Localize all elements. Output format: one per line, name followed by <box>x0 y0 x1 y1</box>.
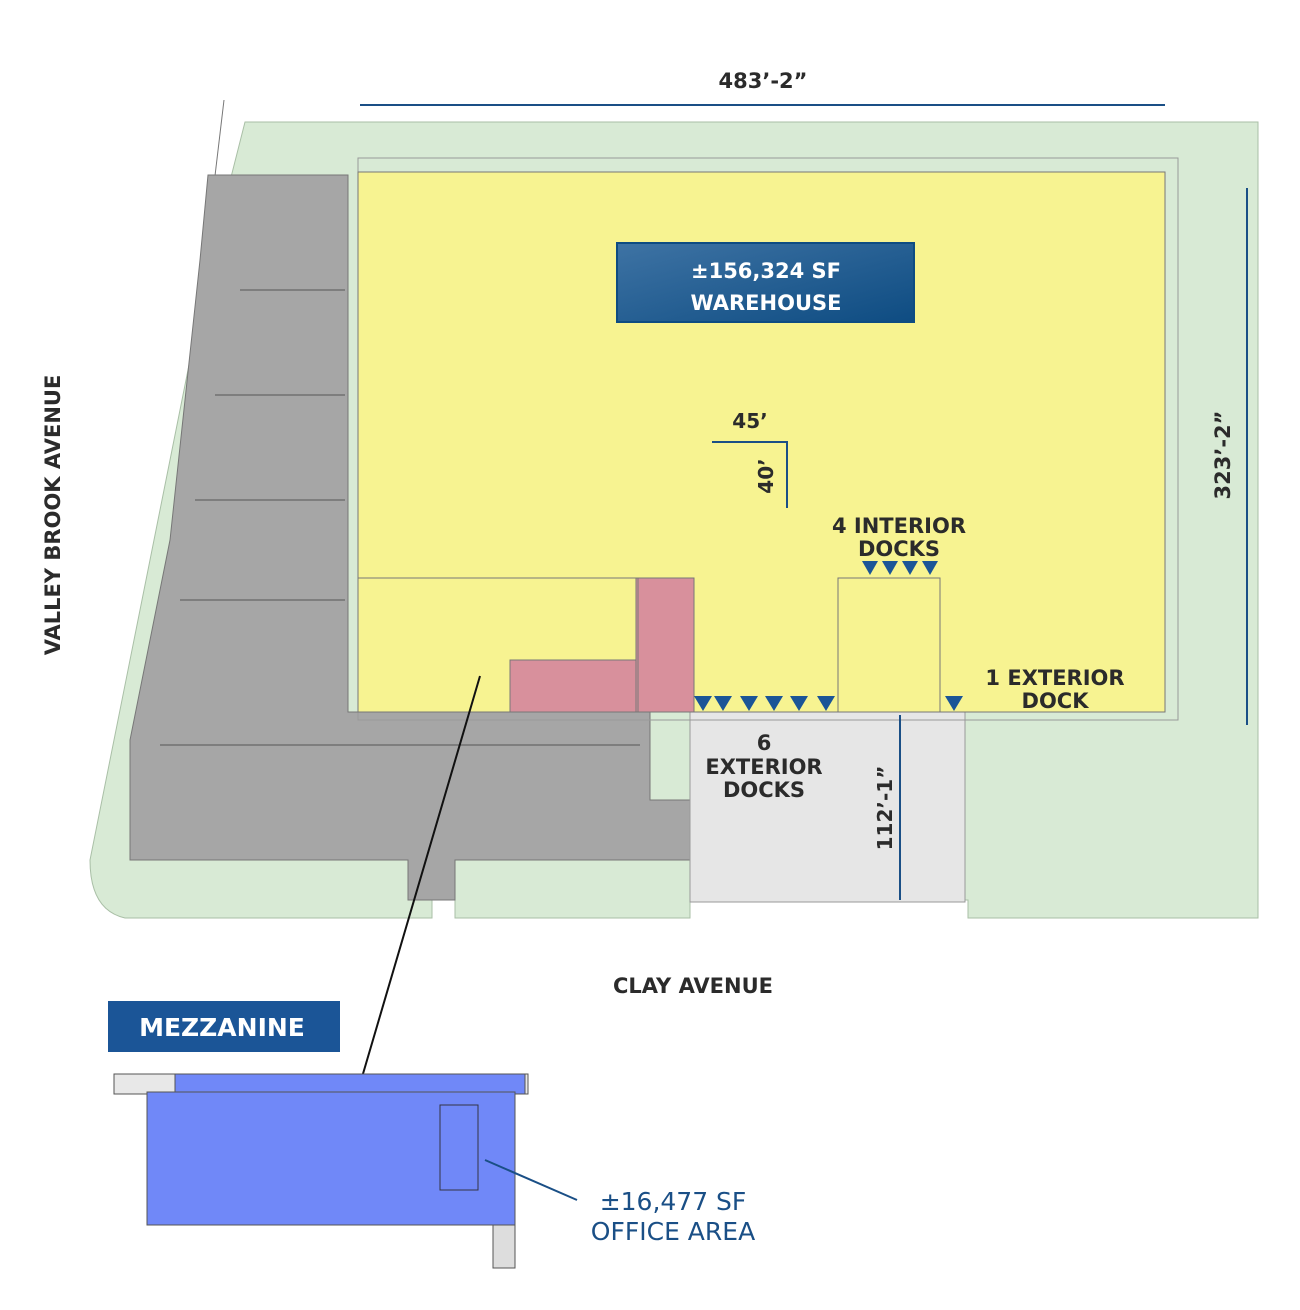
bay-width: 45’ <box>732 409 767 433</box>
office-area-label: OFFICE AREA <box>591 1217 755 1246</box>
column-spacing-lines <box>712 441 788 508</box>
mezzanine-title-box <box>108 1001 340 1052</box>
exterior-dock-markers <box>694 696 835 711</box>
mezzanine-title: MEZZANINE <box>139 1013 305 1042</box>
office-area <box>509 659 641 713</box>
mezzanine-room <box>439 1104 479 1191</box>
interior-dock-enclosure <box>837 577 941 713</box>
office-leader-line <box>484 1159 578 1201</box>
warehouse-label: WAREHOUSE <box>691 291 842 315</box>
width-dimension: 483’-2” <box>719 69 808 93</box>
exterior-docks-line1: EXTERIOR <box>705 755 822 779</box>
exterior-dock-count: 1 EXTERIOR <box>985 666 1124 690</box>
mezzanine-leader-line <box>349 675 481 1119</box>
exterior-dock-marker <box>945 696 963 711</box>
street-west: VALLEY BROOK AVENUE <box>41 375 65 656</box>
exterior-docks-line2: DOCKS <box>723 778 805 802</box>
depth-dimension: 323’-2” <box>1211 411 1235 500</box>
warehouse-label-box <box>616 242 915 323</box>
bay-depth: 40’ <box>754 458 778 493</box>
exterior-docks-count: 6 <box>757 731 772 755</box>
truck-court <box>689 711 966 903</box>
interior-docks-count: 4 INTERIOR <box>832 514 966 538</box>
office-area-2 <box>635 577 695 713</box>
truck-court-dimension: 112’-1” <box>873 766 897 851</box>
mezzanine-floor <box>146 1091 516 1226</box>
interior-docks-label: DOCKS <box>858 537 940 561</box>
exterior-dock-label: DOCK <box>1022 689 1090 713</box>
parking-stripes <box>160 289 640 746</box>
office-footprint <box>357 577 639 713</box>
street-south: CLAY AVENUE <box>613 974 773 998</box>
stair-icon <box>492 1224 516 1269</box>
warehouse-area: ±156,324 SF <box>691 259 841 283</box>
office-area-size: ±16,477 SF <box>600 1187 747 1216</box>
interior-dock-markers <box>862 561 938 575</box>
mezzanine-top-rooms <box>174 1073 526 1095</box>
